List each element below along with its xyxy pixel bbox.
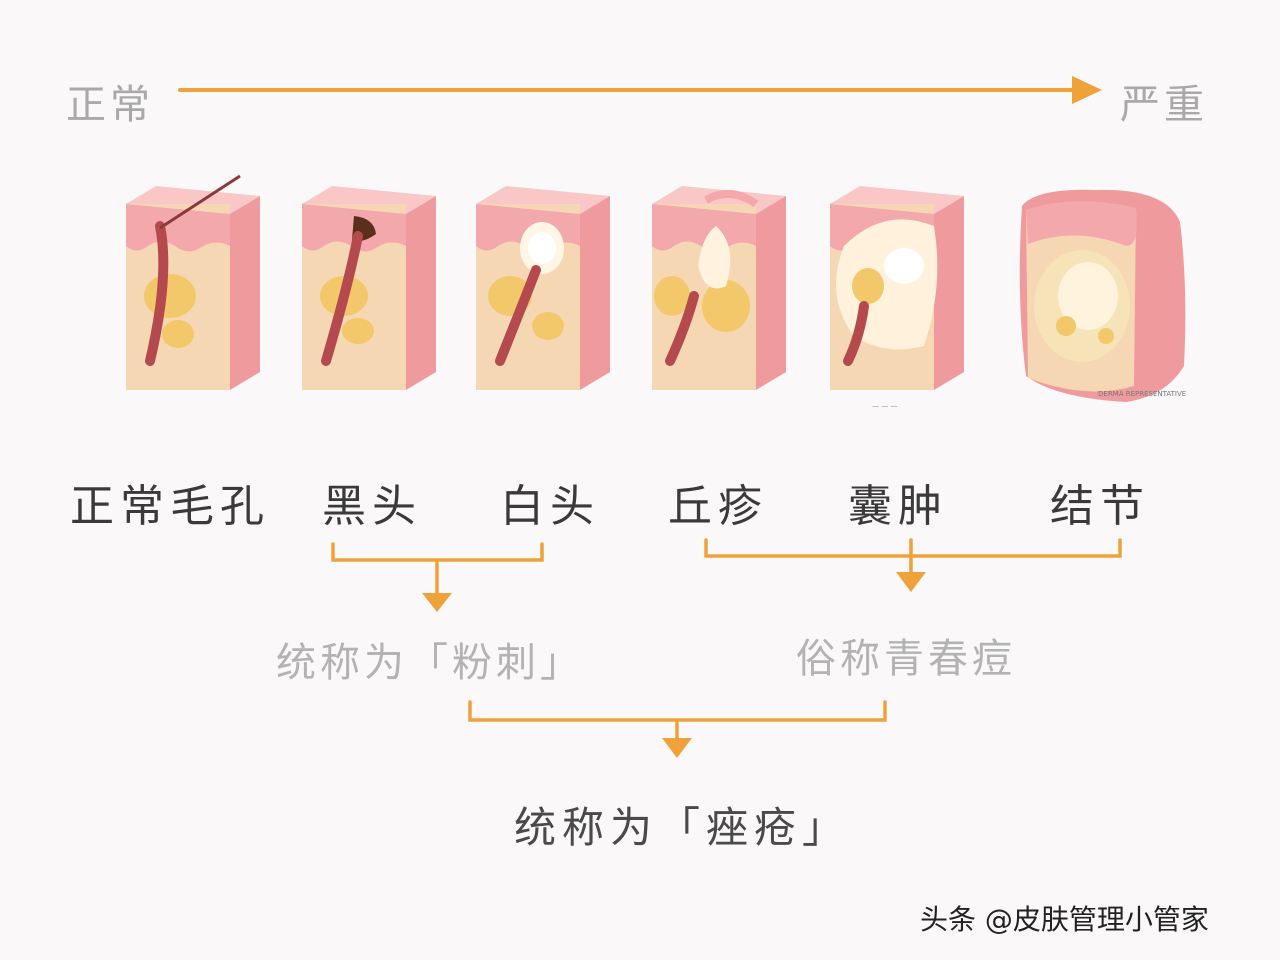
stage-label-papule: 丘疹 — [668, 481, 768, 532]
cyst-illustration: — — — — [830, 186, 964, 410]
comedo-arrow-head — [422, 593, 452, 612]
severity-arrow — [178, 76, 1102, 104]
group-label-acne-common: 俗称青春痘 — [796, 636, 1016, 682]
stage-label-normal: 正常毛孔 — [70, 481, 270, 532]
watermark: 头条 @皮肤管理小管家 — [920, 903, 1209, 936]
stage-label-nodule: 结节 — [1050, 481, 1150, 532]
group-label-acne-all: 统称为「痤疮」 — [514, 803, 851, 852]
acne-common-arrow-head — [896, 572, 926, 592]
acne-all-bracket — [468, 700, 887, 742]
cyst-illustration-caption: — — — — [872, 402, 897, 410]
comedo-bracket — [331, 542, 544, 597]
scale-end-label: 严重 — [1120, 82, 1208, 128]
papule-illustration — [652, 186, 786, 390]
stage-illustrations: — — — DERMA REPRESENTATIVE — [0, 160, 1280, 420]
group-label-comedo: 统称为「粉刺」 — [276, 640, 584, 686]
blackhead-illustration — [302, 186, 436, 390]
illustration-caption: DERMA REPRESENTATIVE — [1098, 390, 1187, 398]
whitehead-illustration — [476, 186, 610, 390]
normal-pore-illustration — [126, 174, 260, 390]
acne-common-bracket — [704, 538, 1122, 576]
stage-label-blackhead: 黑头 — [322, 481, 422, 532]
scale-start-label: 正常 — [66, 82, 154, 128]
stage-label-cyst: 囊肿 — [848, 481, 948, 532]
nodule-illustration — [1019, 189, 1186, 402]
acne-all-arrow-head — [662, 738, 692, 758]
stage-label-whitehead: 白头 — [500, 481, 600, 532]
